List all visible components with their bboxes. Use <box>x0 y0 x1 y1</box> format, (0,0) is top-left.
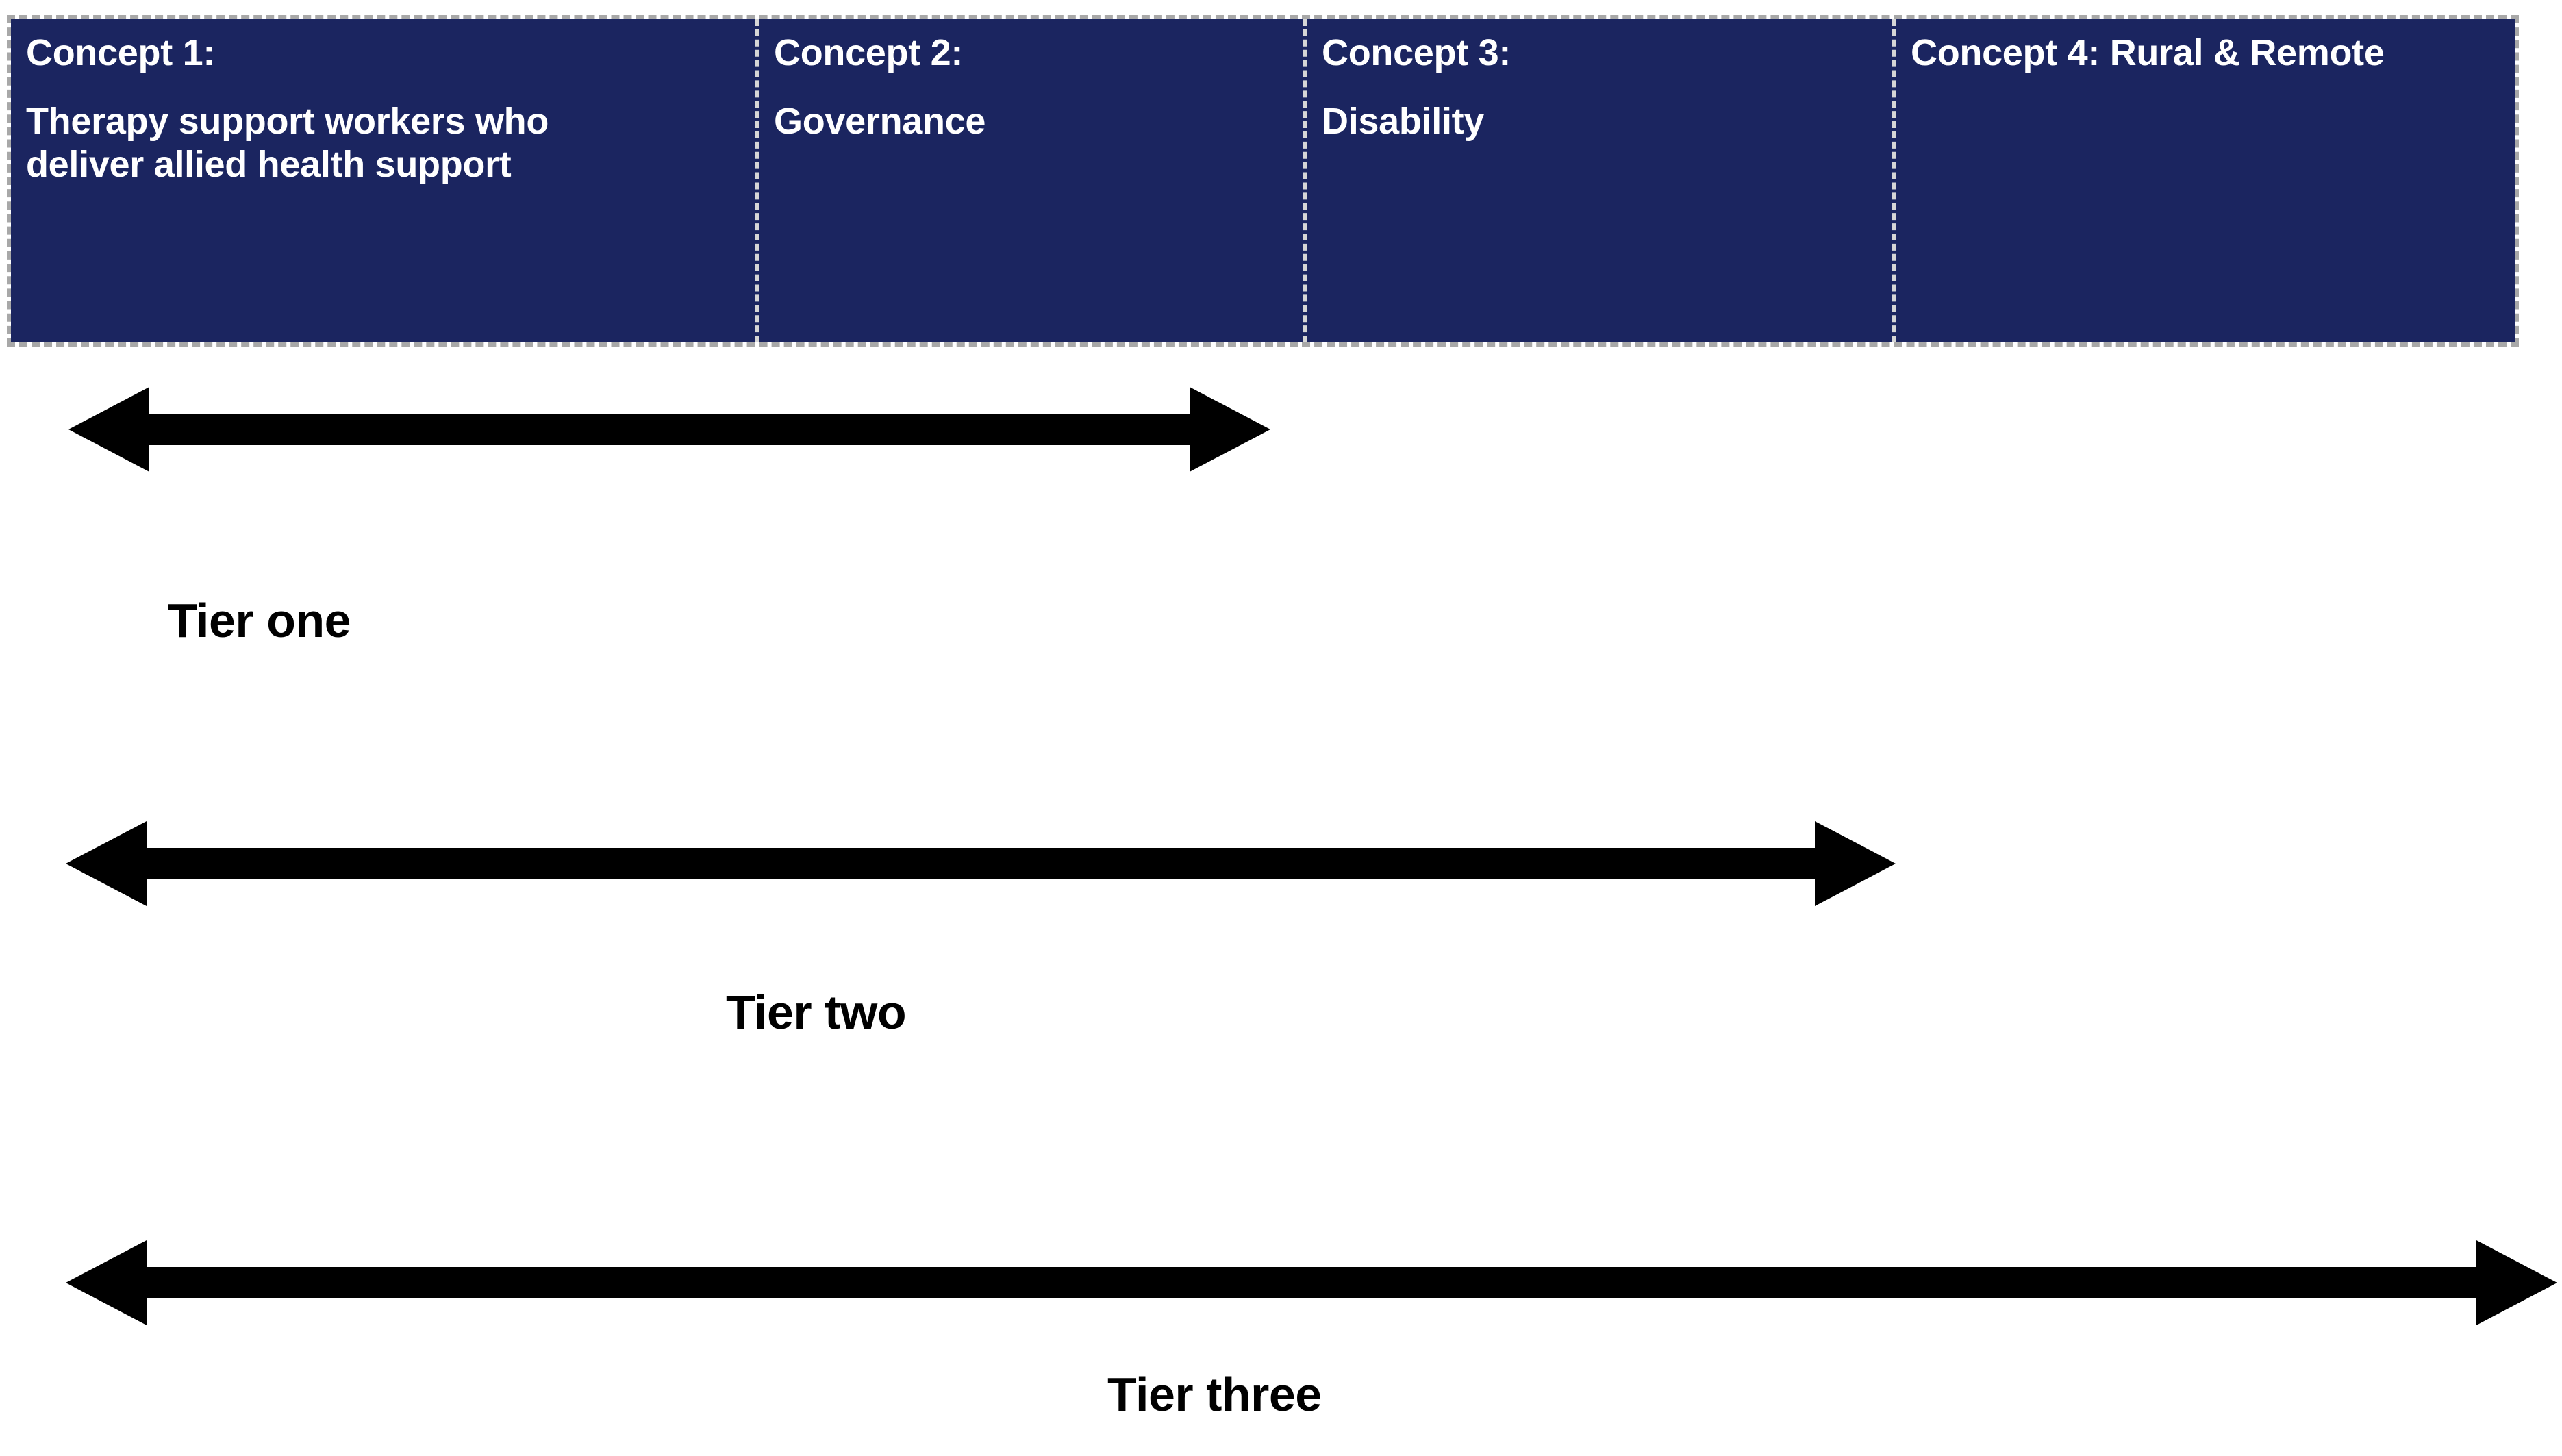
concept-1-title: Concept 1: <box>26 32 216 73</box>
tier-three-label: Tier three <box>1107 1368 1322 1421</box>
tier-three-double-arrow-icon <box>66 1231 2557 1334</box>
concept-2-title: Concept 2: <box>774 32 964 73</box>
tier-one-label: Tier one <box>168 594 351 647</box>
tier-two-label: Tier two <box>726 986 907 1039</box>
concept-cell-1[interactable]: Concept 1: Therapy support workers who d… <box>11 19 755 342</box>
concept-2-description: Governance <box>774 100 986 142</box>
tier-one-double-arrow-icon <box>68 378 1270 481</box>
concept-4-title: Concept 4: Rural & Remote <box>1911 32 2385 73</box>
concept-3-title: Concept 3: <box>1322 32 1511 73</box>
double-headed-arrow-icon <box>66 821 1896 906</box>
concept-cell-2[interactable]: Concept 2: Governance <box>755 19 1303 342</box>
concept-3-description: Disability <box>1322 100 1485 142</box>
concept-cell-3[interactable]: Concept 3: Disability <box>1303 19 1892 342</box>
double-headed-arrow-icon <box>68 387 1270 472</box>
tier-two-double-arrow-icon <box>66 812 1896 915</box>
double-headed-arrow-icon <box>66 1240 2557 1325</box>
concept-banner: Concept 1: Therapy support workers who d… <box>7 15 2519 347</box>
concept-1-description: Therapy support workers who deliver alli… <box>26 100 549 186</box>
concept-cell-4[interactable]: Concept 4: Rural & Remote <box>1892 19 2515 342</box>
